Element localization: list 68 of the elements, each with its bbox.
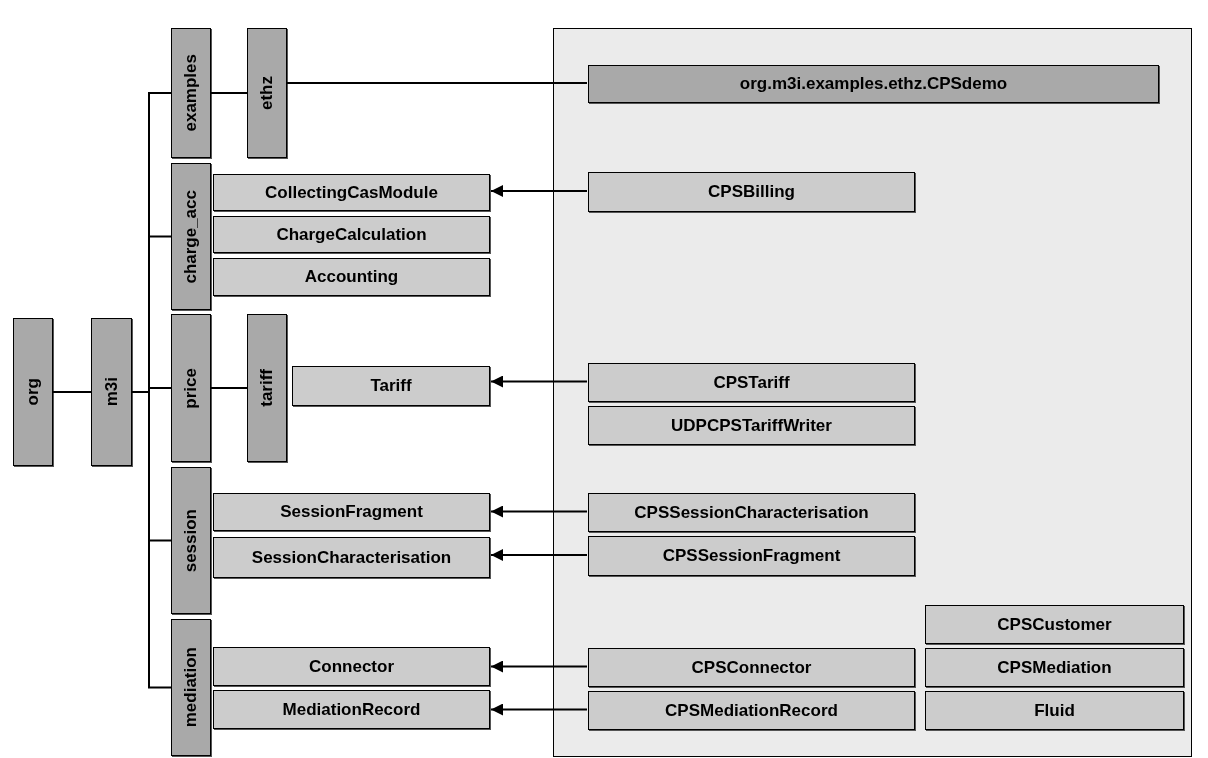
node-label: CollectingCasModule bbox=[265, 182, 438, 203]
connector-line bbox=[286, 82, 588, 84]
package-box bbox=[171, 28, 211, 158]
node-label: charge_acc bbox=[181, 189, 201, 284]
arrow bbox=[490, 375, 588, 388]
node-label: examples bbox=[181, 54, 201, 132]
node-label: Fluid bbox=[1034, 700, 1075, 721]
arrow bbox=[490, 660, 588, 673]
class-box bbox=[588, 172, 915, 212]
arrow bbox=[490, 505, 588, 518]
node-label: org bbox=[23, 378, 43, 406]
package-box bbox=[247, 28, 287, 158]
node-label: SessionCharacterisation bbox=[251, 547, 452, 568]
node-label: SessionFragment bbox=[280, 502, 423, 522]
node-label: ChargeCalculation bbox=[276, 224, 427, 245]
package-box bbox=[171, 467, 211, 614]
node-label: price bbox=[181, 367, 201, 409]
node-label: CPSSessionFragment bbox=[662, 546, 841, 566]
class-box bbox=[213, 537, 490, 578]
class-box bbox=[588, 536, 915, 576]
arrow bbox=[490, 549, 588, 561]
class-box bbox=[213, 174, 490, 211]
node-label: UDPCPSTariffWriter bbox=[671, 415, 832, 436]
node-label: ethz bbox=[257, 76, 277, 110]
node-label: CPSSessionCharacterisation bbox=[634, 502, 869, 523]
node-label: session bbox=[181, 508, 201, 573]
node-label: CPSConnector bbox=[691, 657, 812, 678]
node-label: m3i bbox=[101, 377, 122, 407]
class-box bbox=[213, 493, 490, 531]
class-box bbox=[588, 493, 915, 532]
node-label: MediationRecord bbox=[282, 699, 421, 720]
class-box bbox=[213, 258, 490, 296]
node-label: Tariff bbox=[370, 376, 412, 396]
arrow bbox=[490, 703, 588, 716]
class-box bbox=[588, 65, 1159, 103]
node-label: CPSCustomer bbox=[997, 614, 1112, 635]
class-box bbox=[588, 406, 915, 445]
class-box bbox=[213, 690, 490, 729]
package-box bbox=[91, 318, 132, 466]
node-label: CPSMediation bbox=[997, 657, 1112, 678]
node-label: Accounting bbox=[304, 267, 399, 287]
connector-line bbox=[210, 387, 248, 389]
class-box bbox=[213, 647, 490, 686]
node-label: CPSTariff bbox=[713, 372, 790, 393]
node-label: Connector bbox=[309, 656, 394, 677]
arrow bbox=[490, 185, 588, 197]
node-label: mediation bbox=[181, 647, 201, 728]
node-label: CPSMediationRecord bbox=[665, 700, 838, 721]
package-box bbox=[247, 314, 287, 462]
package-box bbox=[171, 314, 211, 462]
connector-line bbox=[210, 92, 248, 94]
class-box bbox=[588, 648, 915, 687]
class-box bbox=[213, 216, 490, 253]
connector-line bbox=[52, 391, 92, 393]
class-box bbox=[925, 605, 1184, 644]
package-box bbox=[13, 318, 53, 466]
node-label: org.m3i.examples.ethz.CPSdemo bbox=[739, 74, 1008, 94]
node-label: CPSBilling bbox=[708, 182, 795, 202]
class-box bbox=[292, 366, 490, 406]
class-box bbox=[588, 691, 915, 730]
class-box bbox=[925, 691, 1184, 730]
panel-background bbox=[553, 28, 1192, 757]
package-box bbox=[171, 619, 211, 756]
class-box bbox=[588, 363, 915, 402]
class-box bbox=[925, 648, 1184, 687]
node-label: tariff bbox=[257, 369, 277, 407]
connector-line bbox=[131, 391, 172, 689]
package-box bbox=[171, 163, 211, 310]
